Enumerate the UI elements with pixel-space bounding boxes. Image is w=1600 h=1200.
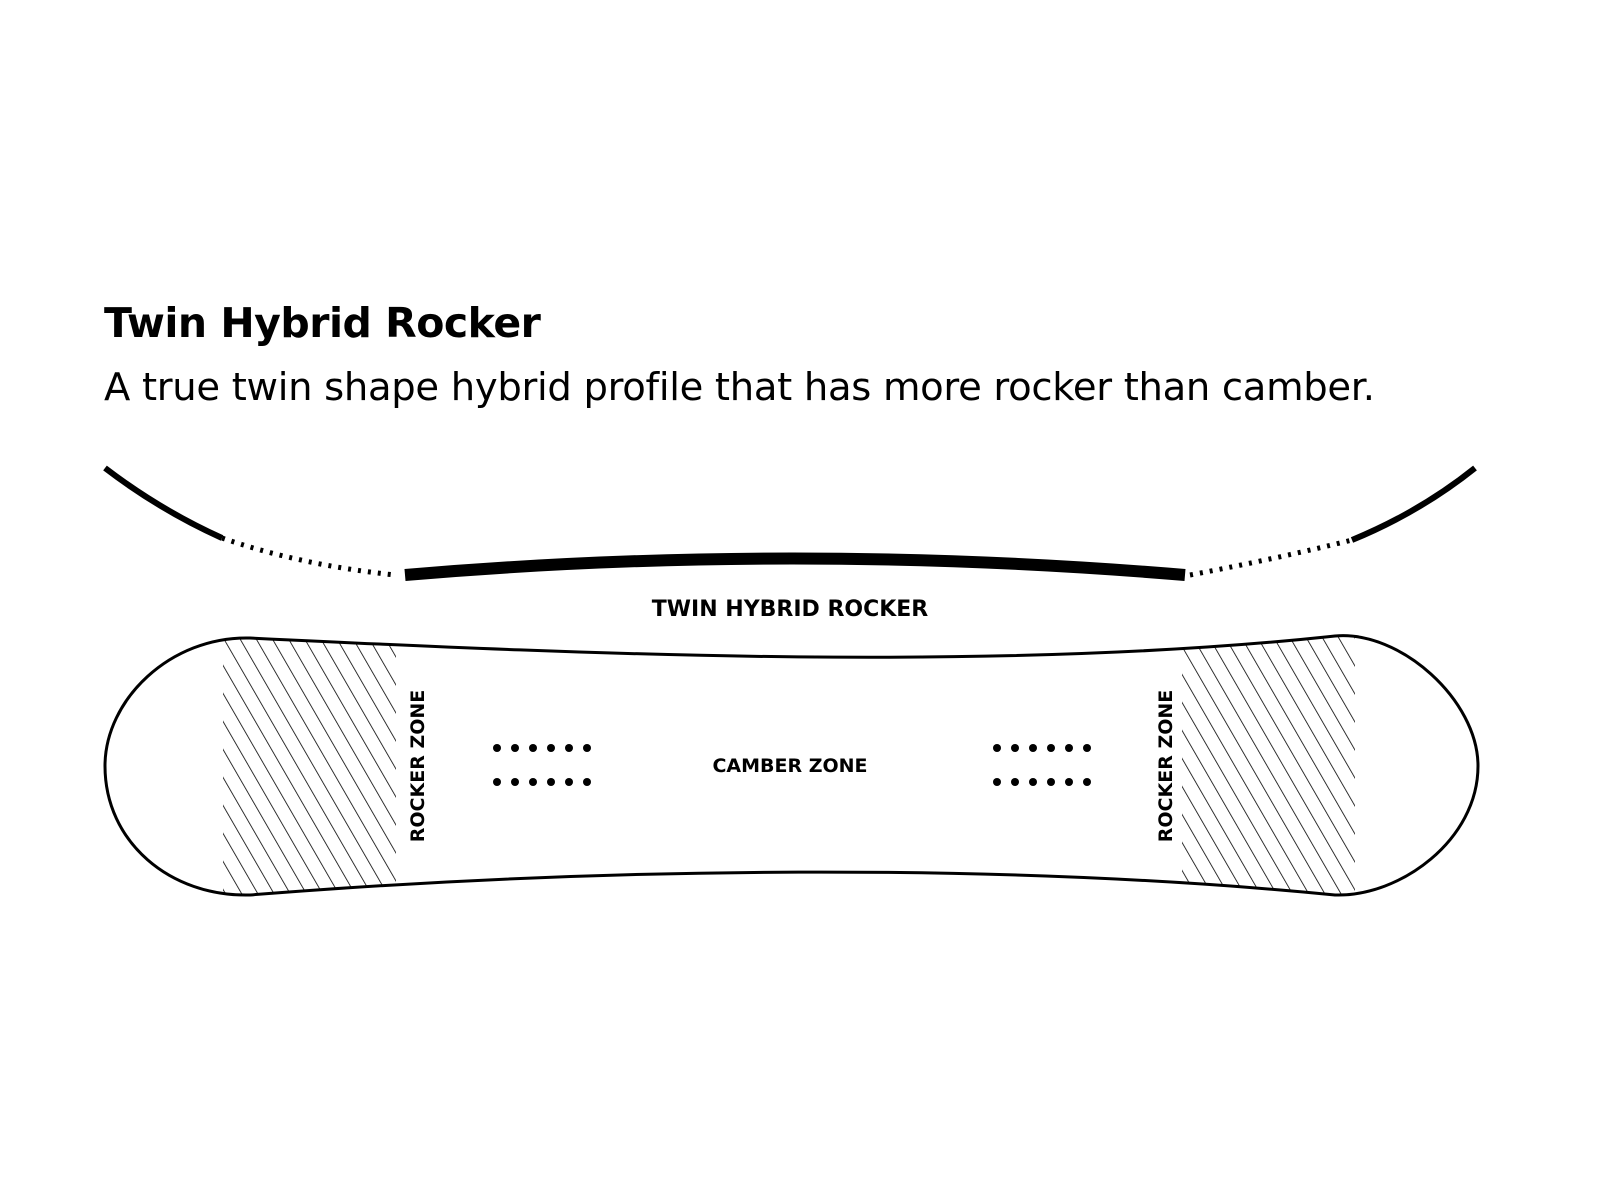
profile-label: TWIN HYBRID ROCKER	[652, 597, 929, 622]
left-tip-profile	[103, 465, 224, 541]
camber-zone-label: CAMBER ZONE	[712, 755, 867, 777]
camber-profile	[404, 552, 1186, 581]
profile-description: A true twin shape hybrid profile that ha…	[104, 365, 1375, 410]
side-profile	[103, 465, 1477, 581]
right-rocker-hatch	[1182, 635, 1355, 896]
right-rocker-profile-dashed	[1189, 537, 1353, 578]
binding-insert-holes-right	[993, 744, 1091, 786]
right-rocker-zone-label: ROCKER ZONE	[1155, 690, 1177, 842]
left-rocker-hatch	[223, 635, 396, 896]
board-top-view: CAMBER ZONE ROCKER ZONE ROCKER ZONE	[103, 634, 1480, 897]
right-tip-profile	[1350, 465, 1477, 543]
profile-title: Twin Hybrid Rocker	[104, 299, 541, 347]
board-outline	[103, 634, 1480, 897]
left-rocker-profile-dashed	[221, 535, 396, 578]
left-rocker-zone-label: ROCKER ZONE	[407, 690, 429, 842]
binding-insert-holes-left	[493, 744, 591, 786]
